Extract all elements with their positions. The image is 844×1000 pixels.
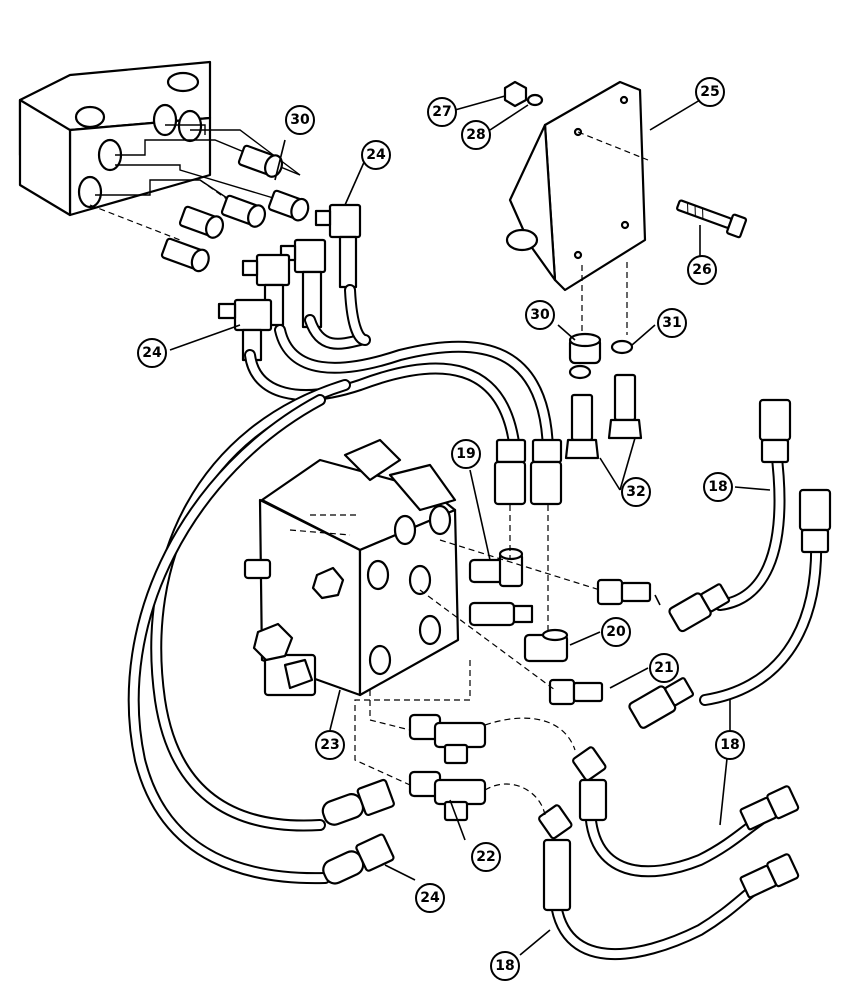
- callout-24-lower: 24: [415, 883, 445, 913]
- callout-22: 22: [471, 842, 501, 872]
- mounting-bracket: [505, 80, 649, 335]
- hydraulic-hoses: [127, 284, 823, 961]
- callout-18-upper-right: 18: [703, 472, 733, 502]
- callout-28: 28: [461, 120, 491, 150]
- svg-text:31: 31: [662, 315, 681, 331]
- svg-text:32: 32: [626, 484, 645, 500]
- callout-26: 26: [687, 255, 717, 285]
- callout-27: 27: [427, 97, 457, 127]
- svg-text:28: 28: [466, 127, 485, 143]
- elbow-fittings: [217, 203, 362, 362]
- callout-24-left: 24: [137, 338, 167, 368]
- nut-and-washer: [503, 80, 544, 108]
- spacers-and-bolts: [564, 332, 643, 460]
- callout-31: 31: [657, 308, 687, 338]
- svg-text:30: 30: [290, 112, 310, 128]
- callout-30-upper: 30: [285, 105, 315, 135]
- svg-text:30: 30: [530, 307, 550, 323]
- svg-text:26: 26: [692, 262, 711, 278]
- bolt: [676, 199, 748, 239]
- svg-text:20: 20: [606, 624, 626, 640]
- svg-text:24: 24: [420, 890, 440, 906]
- callout-18-right: 18: [715, 730, 745, 760]
- valve-port-fittings: [419, 505, 652, 706]
- svg-text:22: 22: [476, 849, 495, 865]
- control-valve-block: [243, 438, 460, 697]
- svg-text:18: 18: [708, 479, 727, 495]
- svg-text:19: 19: [456, 446, 475, 462]
- callout-21: 21: [649, 653, 679, 683]
- callout-23: 23: [315, 730, 345, 760]
- svg-text:21: 21: [654, 660, 673, 676]
- svg-text:24: 24: [366, 147, 386, 163]
- callout-19: 19: [451, 439, 481, 469]
- svg-text:25: 25: [700, 84, 719, 100]
- callout-32: 32: [621, 477, 651, 507]
- callout-leaders: [169, 95, 771, 956]
- callout-24-upper: 24: [361, 140, 391, 170]
- hose-end-fittings: [321, 398, 832, 912]
- tee-fittings: [354, 660, 576, 822]
- callout-25: 25: [695, 77, 725, 107]
- callout-20: 20: [601, 617, 631, 647]
- upper-adapter-fittings: [160, 144, 310, 273]
- callout-18-bottom: 18: [490, 951, 520, 981]
- svg-text:24: 24: [142, 345, 162, 361]
- manifold-block: [18, 60, 212, 217]
- svg-text:18: 18: [720, 737, 739, 753]
- svg-text:23: 23: [320, 737, 339, 753]
- svg-text:27: 27: [432, 104, 451, 120]
- callout-30-lower: 30: [525, 300, 555, 330]
- svg-text:18: 18: [495, 958, 514, 974]
